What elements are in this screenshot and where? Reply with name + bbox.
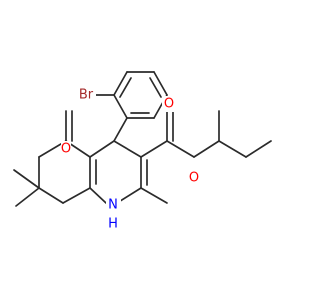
label-background (162, 96, 176, 112)
bond (193, 140, 220, 158)
bond (13, 169, 40, 189)
bond (153, 71, 168, 96)
label-background (106, 197, 121, 213)
bond (166, 140, 195, 158)
label-background (187, 170, 201, 186)
keto-oxygen-label: O (61, 142, 71, 157)
bond (113, 94, 128, 119)
bromine-label: Br (79, 88, 94, 103)
atom-label-layer: Br O O O N H (61, 87, 201, 232)
bond (245, 140, 272, 158)
label-background (61, 141, 71, 157)
carbonyl-oxygen-label: O (164, 97, 174, 112)
bond (113, 140, 142, 158)
bond (38, 187, 64, 204)
bond (15, 187, 40, 207)
bond (119, 77, 132, 98)
bond (89, 140, 115, 158)
bond (113, 71, 128, 96)
bond (140, 140, 168, 158)
amine-nitrogen-label: N (108, 198, 118, 213)
label-background (106, 216, 121, 231)
bond (218, 140, 247, 158)
bond (62, 187, 91, 204)
bond (140, 187, 168, 204)
amine-hydrogen-label: H (108, 217, 118, 232)
bond (89, 187, 107, 204)
ester-oxygen-label: O (189, 171, 199, 186)
bond (149, 77, 162, 98)
bond (113, 117, 128, 142)
molecule-structure-diagram: Br O O O N H (13, 71, 272, 232)
bond-layer (13, 71, 272, 207)
label-background (75, 87, 96, 103)
